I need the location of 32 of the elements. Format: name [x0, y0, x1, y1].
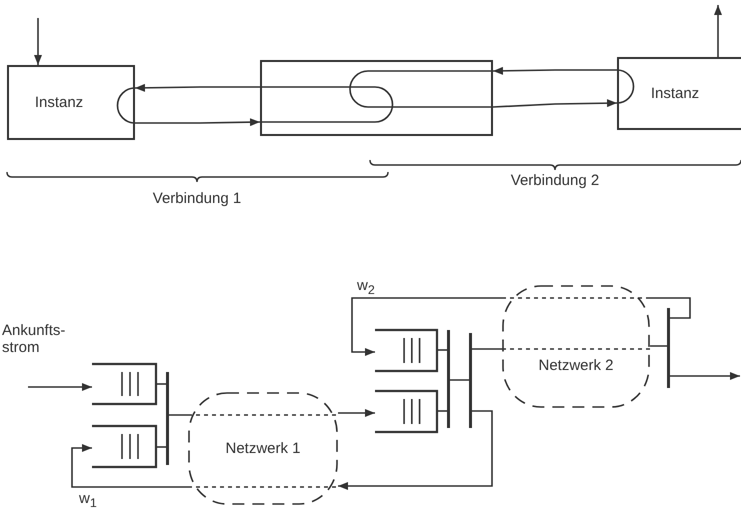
- arrow: [492, 99, 618, 108]
- network-cloud: [188, 392, 338, 505]
- arrow: [351, 297, 502, 356]
- server-bar: [667, 308, 670, 388]
- server-bar: [469, 333, 472, 428]
- server-bar: [166, 372, 169, 465]
- text-label: Verbindung 1: [152, 190, 242, 207]
- arrow: [338, 409, 375, 417]
- instance-box: [617, 57, 741, 130]
- arrow: [134, 84, 260, 92]
- queue-symbol: [375, 329, 438, 372]
- arrow: [670, 372, 740, 380]
- node-label: Instanz: [650, 85, 700, 102]
- queue-symbol: [375, 390, 438, 433]
- arrow: [71, 444, 188, 488]
- arrow: [34, 18, 42, 65]
- connection-box: [260, 60, 493, 136]
- arrow: [338, 410, 493, 490]
- server-bar: [447, 330, 450, 428]
- node-label: Netzwerk 1: [225, 440, 301, 457]
- instance-box: [7, 65, 135, 140]
- arrow: [135, 118, 260, 126]
- queue-symbol: [92, 363, 157, 405]
- network-cloud: [502, 285, 650, 408]
- node-label: Instanz: [34, 94, 84, 111]
- text-label: Ankunfts- strom: [2, 322, 66, 356]
- arrow: [492, 66, 617, 75]
- queue-symbol: [92, 425, 157, 468]
- node-label: Netzwerk 2: [538, 357, 614, 374]
- arrow: [714, 5, 722, 57]
- text-label: Verbindung 2: [510, 172, 600, 189]
- arrow: [28, 383, 92, 391]
